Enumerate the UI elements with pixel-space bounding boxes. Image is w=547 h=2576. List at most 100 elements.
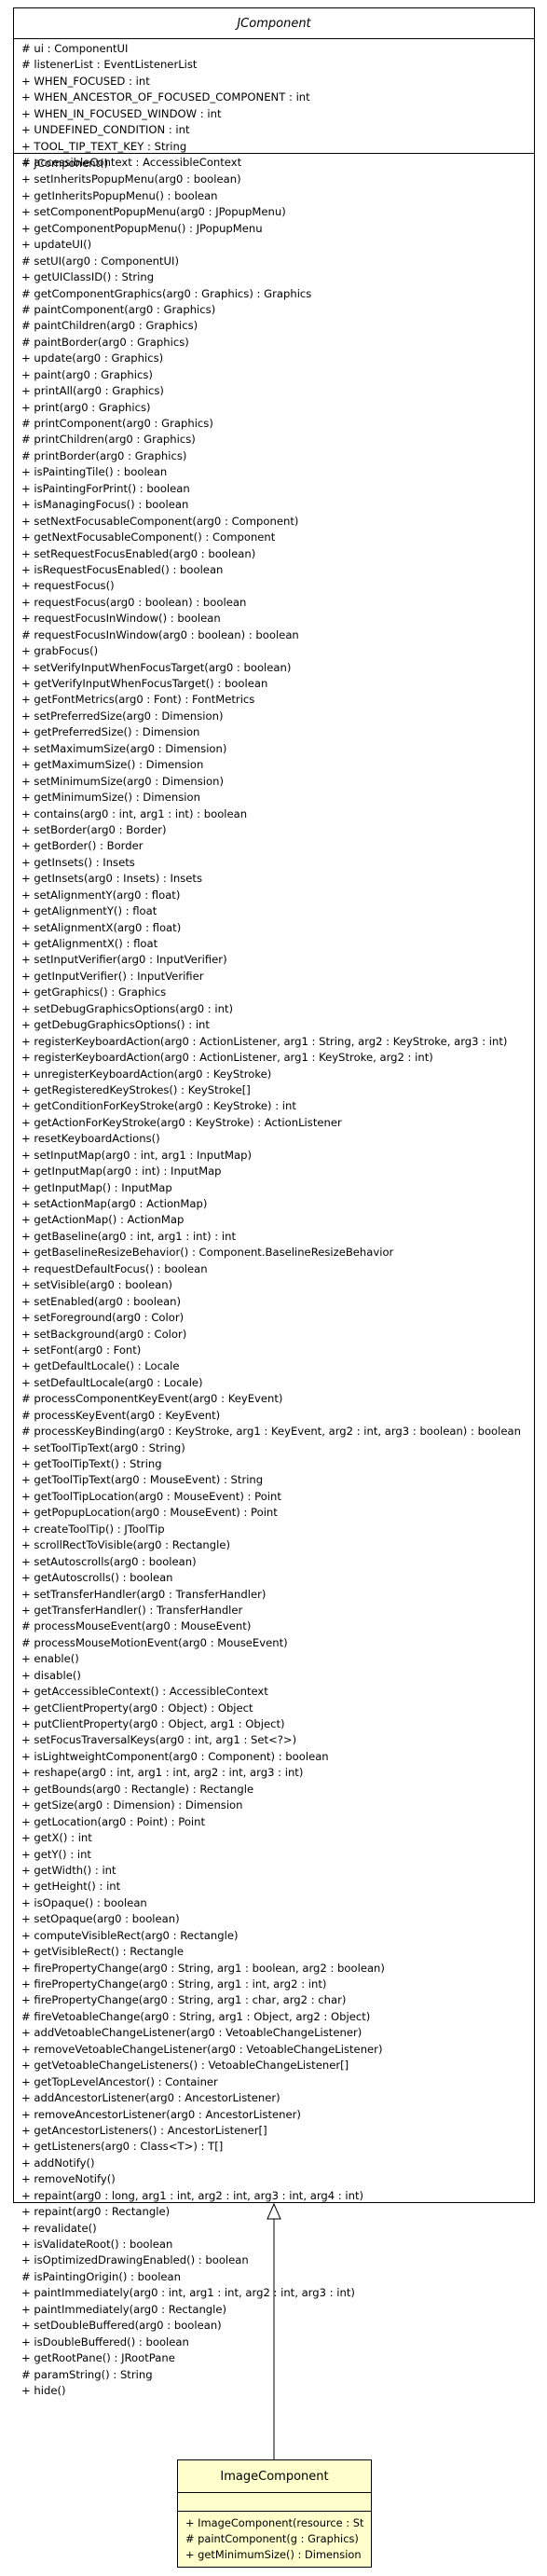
operation-row: + setActionMap(arg0 : ActionMap) — [21, 1197, 208, 1210]
operation-row: + getInsets(arg0 : Insets) : Insets — [21, 872, 203, 886]
operation-row: + setToolTipText(arg0 : String) — [21, 1440, 185, 1454]
operation-row: + getActionForKeyStroke(arg0 : KeyStroke… — [21, 1115, 342, 1129]
operation-row: + setMinimumSize(arg0 : Dimension) — [21, 774, 224, 788]
operation-row: + getConditionForKeyStroke(arg0 : KeyStr… — [21, 1099, 296, 1113]
operation-row: + getY() : int — [21, 1847, 91, 1861]
operation-row: + setComponentPopupMenu(arg0 : JPopupMen… — [21, 205, 286, 219]
operation-row: + removeVetoableChangeListener(arg0 : Ve… — [21, 2042, 383, 2056]
operation-row: # setUI(arg0 : ComponentUI) — [21, 254, 179, 268]
operation-row: # getComponentGraphics(arg0 : Graphics) … — [21, 286, 312, 300]
operation-row: + computeVisibleRect(arg0 : Rectangle) — [21, 1928, 239, 1942]
operation-row: # processComponentKeyEvent(arg0 : KeyEve… — [21, 1392, 283, 1406]
operation-row: + getAutoscrolls() : boolean — [21, 1571, 173, 1585]
attribute-row: + WHEN_ANCESTOR_OF_FOCUSED_COMPONENT : i… — [21, 90, 310, 104]
operation-row: + firePropertyChange(arg0 : String, arg1… — [21, 1961, 385, 1975]
operation-row: + getVerifyInputWhenFocusTarget() : bool… — [21, 677, 268, 690]
operation-row: + revalidate() — [21, 2221, 97, 2235]
operation-row: + ImageComponent(resource : String) — [185, 2516, 363, 2529]
operation-row: + setInputMap(arg0 : int, arg1 : InputMa… — [21, 1148, 252, 1162]
operation-row: + getRootPane() : JRootPane — [21, 2351, 175, 2365]
attribute-row: # accessibleContext : AccessibleContext — [21, 156, 242, 170]
operation-compartment: + ImageComponent(resource : String)# pai… — [178, 2512, 371, 2563]
operation-row: + firePropertyChange(arg0 : String, arg1… — [21, 1977, 327, 1991]
generalization-arrowhead — [267, 2202, 281, 2220]
class-box-imagecomponent: ImageComponent + ImageComponent(resource… — [177, 2459, 372, 2568]
operation-row: + setDebugGraphicsOptions(arg0 : int) — [21, 1001, 234, 1015]
operation-row: # paintComponent(arg0 : Graphics) — [21, 302, 216, 316]
operation-row: + getMinimumSize() : Dimension — [21, 791, 200, 805]
class-name: ImageComponent — [178, 2460, 371, 2493]
operation-row: + getUIClassID() : String — [21, 270, 155, 284]
attribute-row: + UNDEFINED_CONDITION : int — [21, 123, 190, 137]
operation-row: + setAlignmentY(arg0 : float) — [21, 888, 181, 902]
operation-row: + getDefaultLocale() : Locale — [21, 1359, 180, 1373]
operation-row: + setFocusTraversalKeys(arg0 : int, arg1… — [21, 1733, 297, 1747]
operation-row: + setEnabled(arg0 : boolean) — [21, 1294, 182, 1308]
class-box-jcomponent: JComponent # ui : ComponentUI# listenerL… — [13, 7, 535, 2397]
operation-row: + updateUI() — [21, 238, 92, 252]
operation-row: + getSize(arg0 : Dimension) : Dimension — [21, 1798, 243, 1812]
operation-row: # printBorder(arg0 : Graphics) — [21, 448, 187, 462]
operation-row: + getRegisteredKeyStrokes() : KeyStroke[… — [21, 1082, 251, 1096]
operation-row: + setInputVerifier(arg0 : InputVerifier) — [21, 953, 227, 967]
operation-row: + requestFocus() — [21, 579, 115, 593]
attribute-compartment — [178, 2493, 371, 2512]
operation-row: + getInputMap(arg0 : int) : InputMap — [21, 1164, 222, 1178]
attribute-compartment: # ui : ComponentUI# listenerList : Event… — [14, 39, 534, 169]
operation-row: + requestFocusInWindow() : boolean — [21, 612, 221, 626]
operation-row: + addNotify() — [21, 2156, 95, 2170]
operation-row: + repaint(arg0 : Rectangle) — [21, 2205, 171, 2219]
operation-row: + getAlignmentY() : float — [21, 904, 157, 918]
operation-row: + setFont(arg0 : Font) — [21, 1343, 142, 1357]
operation-row: + JComponent() — [21, 157, 109, 170]
operation-row: + setPreferredSize(arg0 : Dimension) — [21, 709, 224, 723]
operation-row: # paintChildren(arg0 : Graphics) — [21, 319, 198, 333]
attribute-row: + WHEN_FOCUSED : int — [21, 74, 150, 88]
attribute-row: + WHEN_IN_FOCUSED_WINDOW : int — [21, 106, 222, 120]
operation-row: + getListeners(arg0 : Class<T>) : T[] — [21, 2140, 224, 2154]
operation-row: + isManagingFocus() : boolean — [21, 498, 189, 512]
operation-row: + reshape(arg0 : int, arg1 : int, arg2 :… — [21, 1766, 304, 1780]
operation-row: + setForeground(arg0 : Color) — [21, 1311, 185, 1325]
operation-row: + setBackground(arg0 : Color) — [21, 1327, 187, 1341]
operation-row: + setVisible(arg0 : boolean) — [21, 1278, 173, 1292]
operation-row: + isOpaque() : boolean — [21, 1895, 147, 1909]
operation-row: + hide() — [21, 2383, 66, 2397]
operation-row: + getActionMap() : ActionMap — [21, 1213, 185, 1227]
operation-row: + getInheritsPopupMenu() : boolean — [21, 188, 218, 202]
operation-row: + paint(arg0 : Graphics) — [21, 367, 153, 381]
operation-row: + createToolTip() : JToolTip — [21, 1522, 165, 1536]
operation-row: + getPopupLocation(arg0 : MouseEvent) : … — [21, 1506, 278, 1520]
operation-row: + isRequestFocusEnabled() : boolean — [21, 562, 224, 576]
operation-row: + setDefaultLocale(arg0 : Locale) — [21, 1375, 203, 1389]
operation-row: + setRequestFocusEnabled(arg0 : boolean) — [21, 546, 256, 560]
operation-row: + addVetoableChangeListener(arg0 : Vetoa… — [21, 2026, 362, 2040]
operation-row: + registerKeyboardAction(arg0 : ActionLi… — [21, 1034, 508, 1048]
operation-row: # paintBorder(arg0 : Graphics) — [21, 335, 189, 349]
operation-compartment: + JComponent()+ setInheritsPopupMenu(arg… — [14, 154, 534, 2399]
operation-row: + getWidth() : int — [21, 1863, 116, 1877]
operation-row: # requestFocusInWindow(arg0 : boolean) :… — [21, 627, 299, 641]
operation-row: + setVerifyInputWhenFocusTarget(arg0 : b… — [21, 660, 292, 674]
attribute-row: # ui : ComponentUI — [21, 42, 129, 55]
operation-row: + getToolTipLocation(arg0 : MouseEvent) … — [21, 1489, 281, 1503]
operation-row: + removeNotify() — [21, 2172, 116, 2186]
operation-row: + resetKeyboardActions() — [21, 1132, 160, 1146]
operation-row: # processKeyBinding(arg0 : KeyStroke, ar… — [21, 1425, 521, 1439]
operation-row: + scrollRectToVisible(arg0 : Rectangle) — [21, 1538, 231, 1552]
operation-row: + getX() : int — [21, 1831, 92, 1845]
operation-row: + isLightweightComponent(arg0 : Componen… — [21, 1749, 329, 1763]
operation-row: + firePropertyChange(arg0 : String, arg1… — [21, 1993, 347, 2007]
operation-row: + getInputMap() : InputMap — [21, 1180, 172, 1194]
operation-row: + getClientProperty(arg0 : Object) : Obj… — [21, 1701, 253, 1715]
operation-row: + update(arg0 : Graphics) — [21, 351, 164, 365]
operation-row: + getAncestorListeners() : AncestorListe… — [21, 2123, 267, 2137]
operation-row: + getPreferredSize() : Dimension — [21, 725, 200, 739]
operation-row: # processMouseEvent(arg0 : MouseEvent) — [21, 1619, 252, 1633]
operation-row: + setNextFocusableComponent(arg0 : Compo… — [21, 514, 299, 528]
operation-row: + isPaintingForPrint() : boolean — [21, 481, 190, 495]
operation-row: # isPaintingOrigin() : boolean — [21, 2269, 181, 2283]
operation-row: + getToolTipText(arg0 : MouseEvent) : St… — [21, 1473, 264, 1487]
operation-row: + getLocation(arg0 : Point) : Point — [21, 1814, 206, 1828]
